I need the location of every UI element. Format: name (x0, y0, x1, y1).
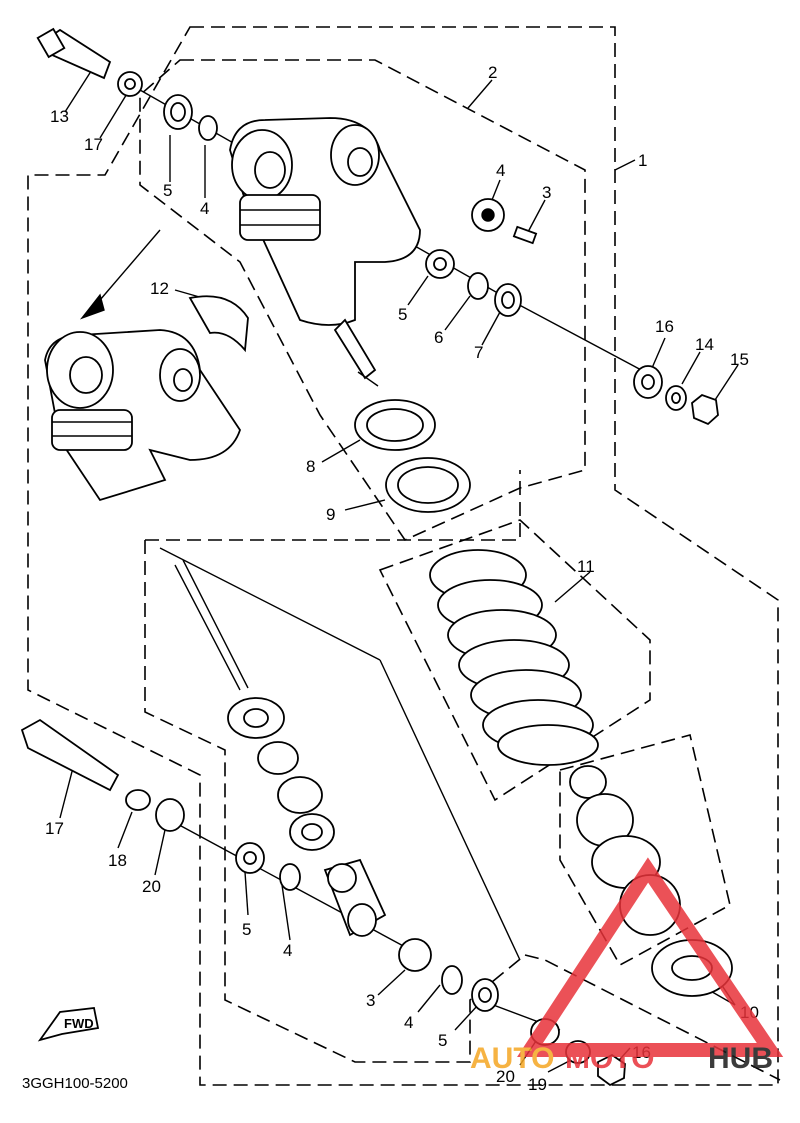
callout-3-lower: 3 (366, 991, 375, 1010)
callout-18: 18 (108, 851, 127, 870)
watermark-word-auto: AUTO (470, 1042, 554, 1075)
callout-17-upper: 17 (84, 135, 103, 154)
callout-12: 12 (150, 279, 169, 298)
callout-13: 13 (50, 107, 69, 126)
callout-5-upper-right: 5 (398, 305, 407, 324)
callouts: 1 2 3 4 4 5 17 13 5 6 7 16 14 15 12 8 9 … (45, 63, 759, 1094)
callout-14: 14 (695, 335, 714, 354)
callout-9: 9 (326, 505, 335, 524)
callout-4-gear: 4 (496, 161, 505, 180)
shock-body-upper (229, 117, 421, 387)
callout-2: 2 (488, 63, 497, 82)
callout-4-lower-right: 4 (404, 1013, 413, 1032)
shock-body-alt-view (44, 229, 249, 502)
callout-19: 19 (528, 1075, 547, 1094)
diagram-code: 3GGH100-5200 (22, 1075, 128, 1092)
callout-20-right: 20 (496, 1067, 515, 1086)
callout-5-lower-right: 5 (438, 1031, 447, 1050)
callout-20-left: 20 (142, 877, 161, 896)
callout-11: 11 (577, 557, 595, 576)
fwd-arrow-icon: FWD (37, 1007, 100, 1042)
watermark-logo: AUTO MOTO HUB (470, 857, 784, 1075)
callout-4-upper: 4 (200, 199, 209, 218)
fwd-label: FWD (64, 1016, 94, 1031)
watermark-word-hub: HUB (708, 1042, 773, 1075)
callout-8: 8 (306, 457, 315, 476)
callout-6: 6 (434, 328, 443, 347)
watermark-word-moto: MOTO (565, 1042, 654, 1075)
assembly-outline-lower (144, 470, 781, 1081)
callout-1: 1 (638, 151, 647, 170)
callout-3-upper: 3 (542, 183, 551, 202)
assembly-outline-1 (27, 26, 779, 1086)
callout-5-lower-left: 5 (242, 920, 251, 939)
callout-7: 7 (474, 343, 483, 362)
upper-small-parts (36, 27, 719, 426)
callout-17-lower: 17 (45, 819, 64, 838)
callout-16-upper: 16 (655, 317, 674, 336)
callout-15: 15 (730, 350, 749, 369)
callout-5-upper-left: 5 (163, 181, 172, 200)
locknuts (354, 399, 471, 513)
callout-4-lower-left: 4 (283, 941, 292, 960)
coil-spring (429, 549, 599, 766)
